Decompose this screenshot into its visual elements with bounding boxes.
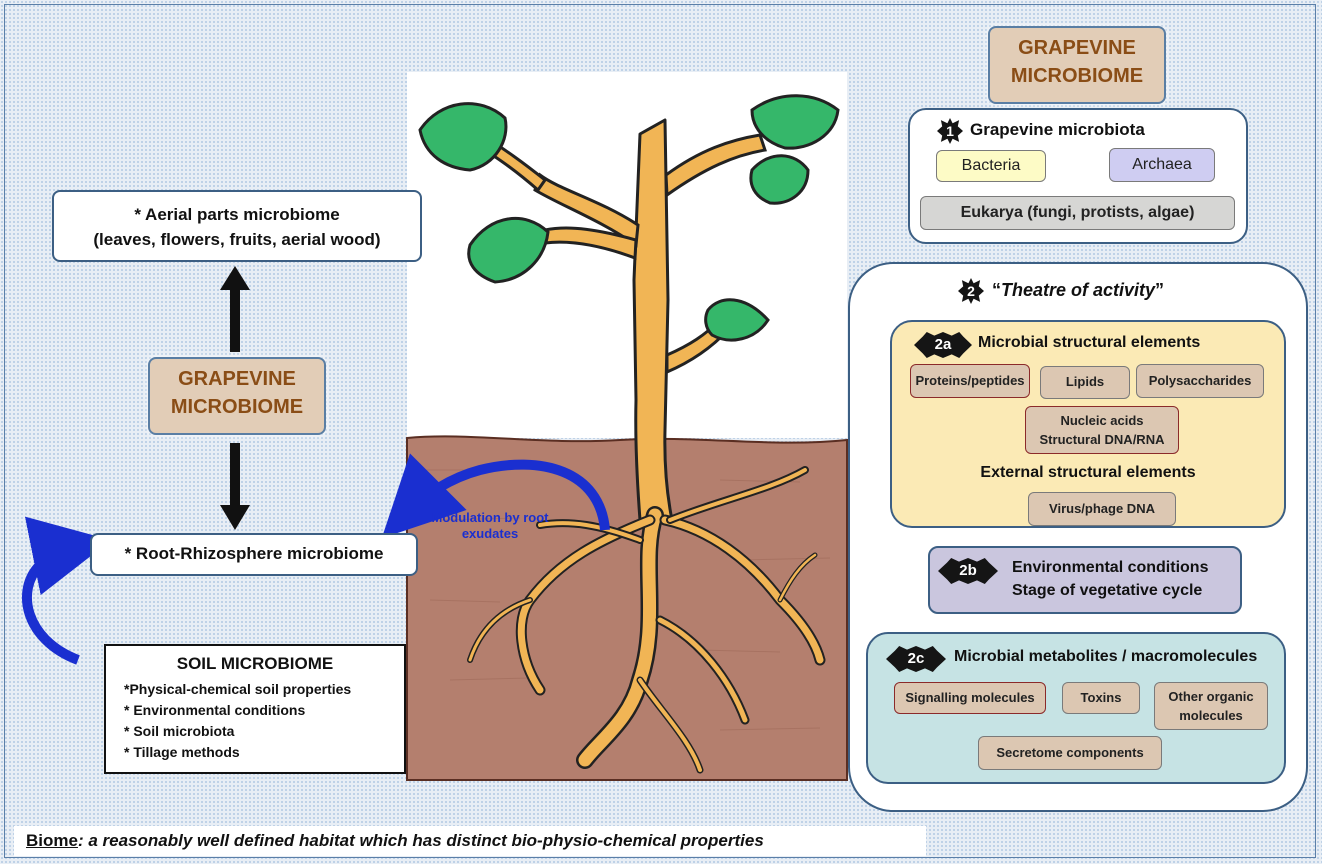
other-line1: Other organic: [1168, 689, 1254, 704]
root-rhizosphere-label: * Root-Rhizosphere microbiome: [124, 544, 384, 563]
root-rhizosphere-box: * Root-Rhizosphere microbiome: [90, 533, 418, 576]
badge-2b-text: 2b: [959, 562, 977, 579]
secretome-chip: Secretome components: [978, 736, 1162, 770]
proteins-label: Proteins/peptides: [915, 373, 1025, 388]
metabolites-heading: Microbial metabolites / macromolecules: [954, 648, 1258, 665]
modulation-label: Modulation by root exudates: [430, 510, 550, 542]
nucleic-line1: Nucleic acids: [1060, 413, 1144, 428]
badge-2a: 2a: [914, 332, 972, 358]
secretome-label: Secretome components: [996, 745, 1144, 760]
biome-term: Biome: [26, 831, 78, 850]
other-organic-chip: Other organic molecules: [1154, 682, 1268, 730]
badge-1: 1: [937, 118, 963, 144]
badge-2b: 2b: [938, 558, 998, 584]
aerial-line1: * Aerial parts microbiome: [134, 205, 340, 224]
center-title-line2: MICROBIOME: [170, 396, 304, 418]
roots: [467, 466, 826, 774]
proteins-chip: Proteins/peptides: [910, 364, 1030, 398]
modulation-label-line1: Modulation by root: [431, 510, 549, 525]
lipids-label: Lipids: [1065, 374, 1105, 389]
soil-item: *Physical-chemical soil properties: [124, 681, 352, 697]
lipids-chip: Lipids: [1040, 366, 1130, 399]
structural-heading: Microbial structural elements: [978, 334, 1201, 351]
toxins-chip: Toxins: [1062, 682, 1140, 714]
polysaccharides-chip: Polysaccharides: [1136, 364, 1264, 398]
biome-definition: Biome: a reasonably well defined habitat…: [14, 826, 926, 856]
soil-to-root-arrow: [21, 516, 112, 665]
right-grapevine-title: GRAPEVINE MICROBIOME: [988, 26, 1166, 104]
leaf-mid-left: [467, 217, 550, 284]
badge-1-text: 1: [946, 123, 954, 139]
branch-right: [664, 133, 767, 198]
soil-microbiome-box: SOIL MICROBIOME *Physical-chemical soil …: [104, 644, 406, 774]
right-title-line1: GRAPEVINE: [1018, 37, 1136, 59]
center-grapevine-title: GRAPEVINE MICROBIOME: [148, 357, 326, 435]
leaf-upper-left: [418, 102, 508, 172]
theatre-box: 2 “Theatre of activity” 2a Microbial str…: [848, 262, 1308, 812]
eukarya-chip: Eukarya (fungi, protists, algae): [920, 196, 1235, 230]
environment-line2: Stage of vegetative cycle: [1012, 582, 1203, 599]
eukarya-label: Eukarya (fungi, protists, algae): [960, 204, 1195, 221]
structural-box: 2a Microbial structural elements Protein…: [890, 320, 1286, 528]
leaf-right: [749, 154, 810, 205]
archaea-chip: Archaea: [1109, 148, 1215, 182]
signalling-chip: Signalling molecules: [894, 682, 1046, 714]
nucleic-line2: Structural DNA/RNA: [1039, 432, 1165, 447]
biome-text: : a reasonably well defined habitat whic…: [77, 831, 764, 850]
metabolites-box: 2c Microbial metabolites / macromolecule…: [866, 632, 1286, 784]
diagram-frame: [4, 4, 1316, 858]
external-heading: External structural elements: [980, 464, 1196, 481]
soil-item: * Environmental conditions: [124, 702, 306, 718]
soil-title: SOIL MICROBIOME: [176, 654, 334, 673]
bacteria-label: Bacteria: [961, 157, 1021, 174]
branch-upper-left: [533, 172, 640, 248]
theatre-heading-close: ”: [1155, 280, 1165, 300]
microbiota-heading: Grapevine microbiota: [970, 120, 1145, 139]
environment-text: Environmental conditions Stage of vegeta…: [1012, 556, 1208, 602]
toxins-label: Toxins: [1080, 690, 1122, 705]
soil-item: * Tillage methods: [124, 744, 240, 760]
environment-line1: Environmental conditions: [1012, 559, 1209, 576]
other-line2: molecules: [1179, 708, 1243, 723]
bacteria-chip: Bacteria: [936, 150, 1046, 182]
environment-box: 2b Environmental conditions Stage of veg…: [928, 546, 1242, 614]
theatre-heading: “Theatre of activity”: [992, 280, 1164, 301]
badge-2-text: 2: [967, 283, 975, 299]
virus-chip: Virus/phage DNA: [1028, 492, 1176, 526]
microbiota-box: 1 Grapevine microbiota Bacteria Archaea …: [908, 108, 1248, 244]
aerial-line2: (leaves, flowers, fruits, aerial wood): [93, 230, 381, 249]
theatre-heading-open: “: [992, 280, 1001, 300]
modulation-label-line2: exudates: [461, 526, 519, 541]
soil-item: * Soil microbiota: [124, 723, 235, 739]
leaf-upper-right: [750, 94, 840, 150]
badge-2c-text: 2c: [907, 650, 925, 667]
virus-label: Virus/phage DNA: [1049, 501, 1155, 516]
polysaccharides-label: Polysaccharides: [1148, 373, 1252, 388]
badge-2: 2: [958, 278, 984, 304]
badge-2a-text: 2a: [934, 336, 952, 353]
signalling-label: Signalling molecules: [905, 690, 1035, 705]
archaea-label: Archaea: [1132, 156, 1192, 173]
nucleic-acids-chip: Nucleic acids Structural DNA/RNA: [1025, 406, 1179, 454]
theatre-heading-text: Theatre of activity: [1001, 280, 1156, 300]
modulation-arrow: [381, 453, 610, 539]
right-title-line2: MICROBIOME: [1010, 65, 1144, 87]
badge-2c: 2c: [886, 646, 946, 672]
center-title-line1: GRAPEVINE: [178, 368, 296, 390]
aerial-parts-box: * Aerial parts microbiome (leaves, flowe…: [52, 190, 422, 262]
leaf-small-right: [704, 298, 770, 342]
